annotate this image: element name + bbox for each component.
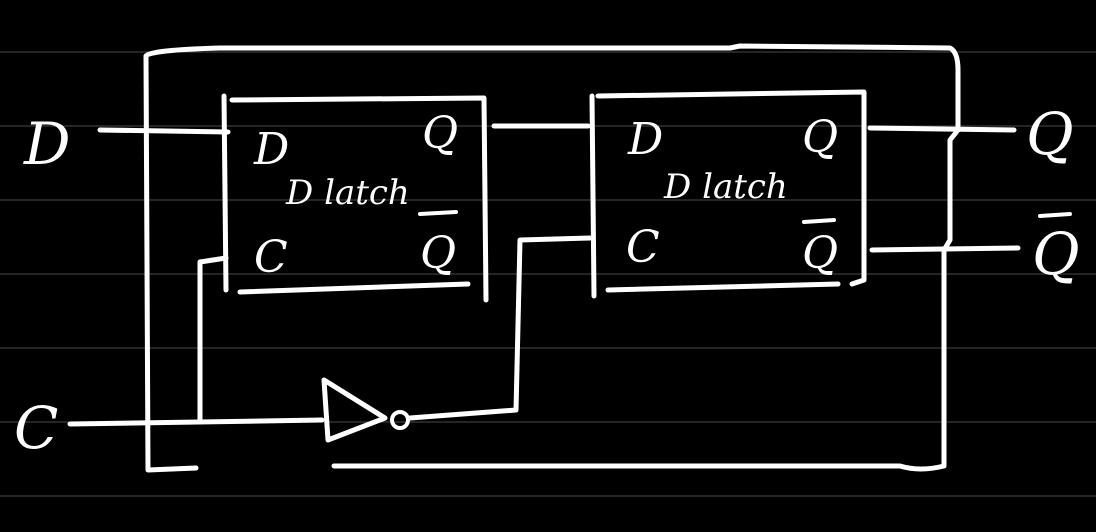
output-q-label: Q: [1026, 100, 1074, 168]
wire-q-output: [867, 125, 1017, 133]
latch-2-pin-c: C: [626, 222, 660, 273]
wire-clock-to-latch-1: [197, 255, 229, 423]
output-q-bar-label: Q: [1032, 220, 1080, 288]
latch-2-title: D latch: [663, 167, 788, 207]
wire-c-input: [67, 417, 325, 427]
output-q-bar-overline: [1038, 212, 1072, 218]
wire-d-input: [97, 127, 231, 135]
latch-1-pin-d: D: [253, 124, 289, 175]
enclosure-outline: [143, 43, 961, 473]
latch-1-pin-q: Q: [422, 108, 458, 159]
not-gate-bubble: [390, 410, 410, 430]
latch-1-box: [221, 93, 489, 303]
latch-1-pin-c: C: [254, 232, 288, 283]
wire-inverted-clock: [407, 235, 593, 421]
latch-2-box: [589, 89, 867, 299]
latch-1-q-bar-overline: [418, 210, 458, 216]
input-c-label: C: [14, 394, 58, 462]
latch-1-pin-q-bar: Q: [420, 228, 456, 279]
not-gate: [321, 377, 388, 443]
latch-1-title: D latch: [285, 173, 410, 213]
latch-2-pin-d: D: [627, 114, 663, 165]
latch-2-pin-q: Q: [802, 112, 838, 163]
latch-2-pin-q-bar: Q: [802, 228, 838, 279]
latch-2-q-bar-overline: [802, 218, 836, 224]
wire-q-bar-output: [869, 245, 1021, 253]
ruled-lines: [0, 51, 1096, 497]
input-d-label: D: [23, 110, 71, 178]
